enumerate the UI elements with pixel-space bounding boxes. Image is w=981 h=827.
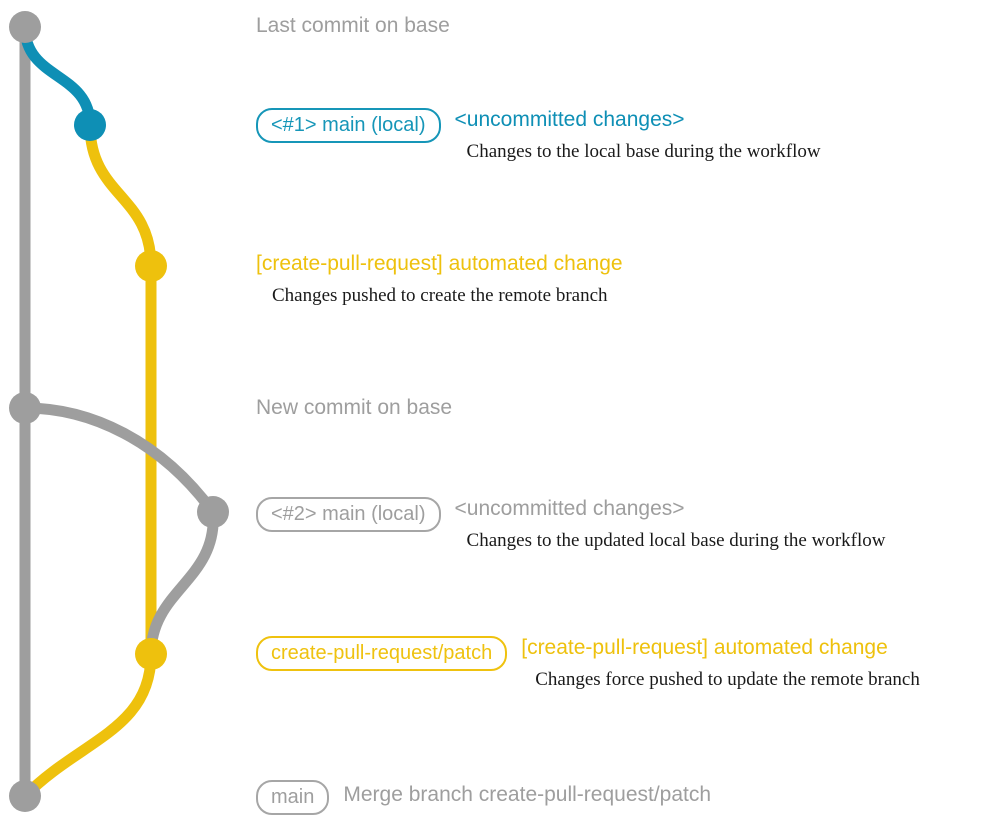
local-2-to-remote-2-line bbox=[145, 506, 219, 660]
commit-subject: Last commit on base bbox=[256, 14, 450, 37]
row-merge-commit: main Merge branch create-pull-request/pa… bbox=[256, 780, 711, 815]
local-commit-1-node[interactable] bbox=[74, 109, 106, 141]
last-commit-on-base-node[interactable] bbox=[9, 11, 41, 43]
branch-badge-main[interactable]: main bbox=[256, 780, 330, 815]
commit-note: Changes force pushed to update the remot… bbox=[535, 669, 920, 690]
commit-subject: [create-pull-request] automated change bbox=[256, 252, 623, 275]
commit-note: Changes pushed to create the remote bran… bbox=[272, 285, 608, 306]
commit-subject: <uncommitted changes> bbox=[454, 108, 685, 131]
merge-commit-node[interactable] bbox=[9, 780, 41, 812]
remote-commit-1-node[interactable] bbox=[135, 250, 167, 282]
branch-badge-remote-patch[interactable]: create-pull-request/patch bbox=[256, 636, 508, 671]
row-remote-commit-2: create-pull-request/patch [create-pull-r… bbox=[256, 636, 920, 691]
remote-commit-2-node[interactable] bbox=[135, 638, 167, 670]
local-commit-2-node[interactable] bbox=[197, 496, 229, 528]
branch-badge-local-2[interactable]: <#2> main (local) bbox=[256, 497, 441, 532]
base-to-local-1-line bbox=[19, 21, 96, 131]
new-commit-on-base-node[interactable] bbox=[9, 392, 41, 424]
commit-subject: Merge branch create-pull-request/patch bbox=[343, 783, 712, 806]
row-last-commit-on-base: Last commit on base bbox=[256, 14, 450, 38]
row-new-commit-on-base: New commit on base bbox=[256, 396, 452, 420]
branch-badge-local-1[interactable]: <#1> main (local) bbox=[256, 108, 441, 143]
commit-note: Changes to the local base during the wor… bbox=[466, 141, 821, 162]
commit-subject: New commit on base bbox=[256, 396, 453, 419]
row-remote-commit-1: [create-pull-request] automated change C… bbox=[256, 252, 623, 307]
base-new-to-local-2-line bbox=[19, 402, 219, 518]
remote-2-to-merge-line bbox=[19, 648, 157, 802]
row-local-commit-2: <#2> main (local) <uncommitted changes> … bbox=[256, 497, 885, 552]
row-local-commit-1: <#1> main (local) <uncommitted changes> … bbox=[256, 108, 821, 163]
local-1-to-remote-1-line bbox=[84, 119, 157, 272]
commit-note: Changes to the updated local base during… bbox=[466, 530, 886, 551]
commit-subject: [create-pull-request] automated change bbox=[521, 636, 888, 659]
commit-subject: <uncommitted changes> bbox=[454, 497, 685, 520]
